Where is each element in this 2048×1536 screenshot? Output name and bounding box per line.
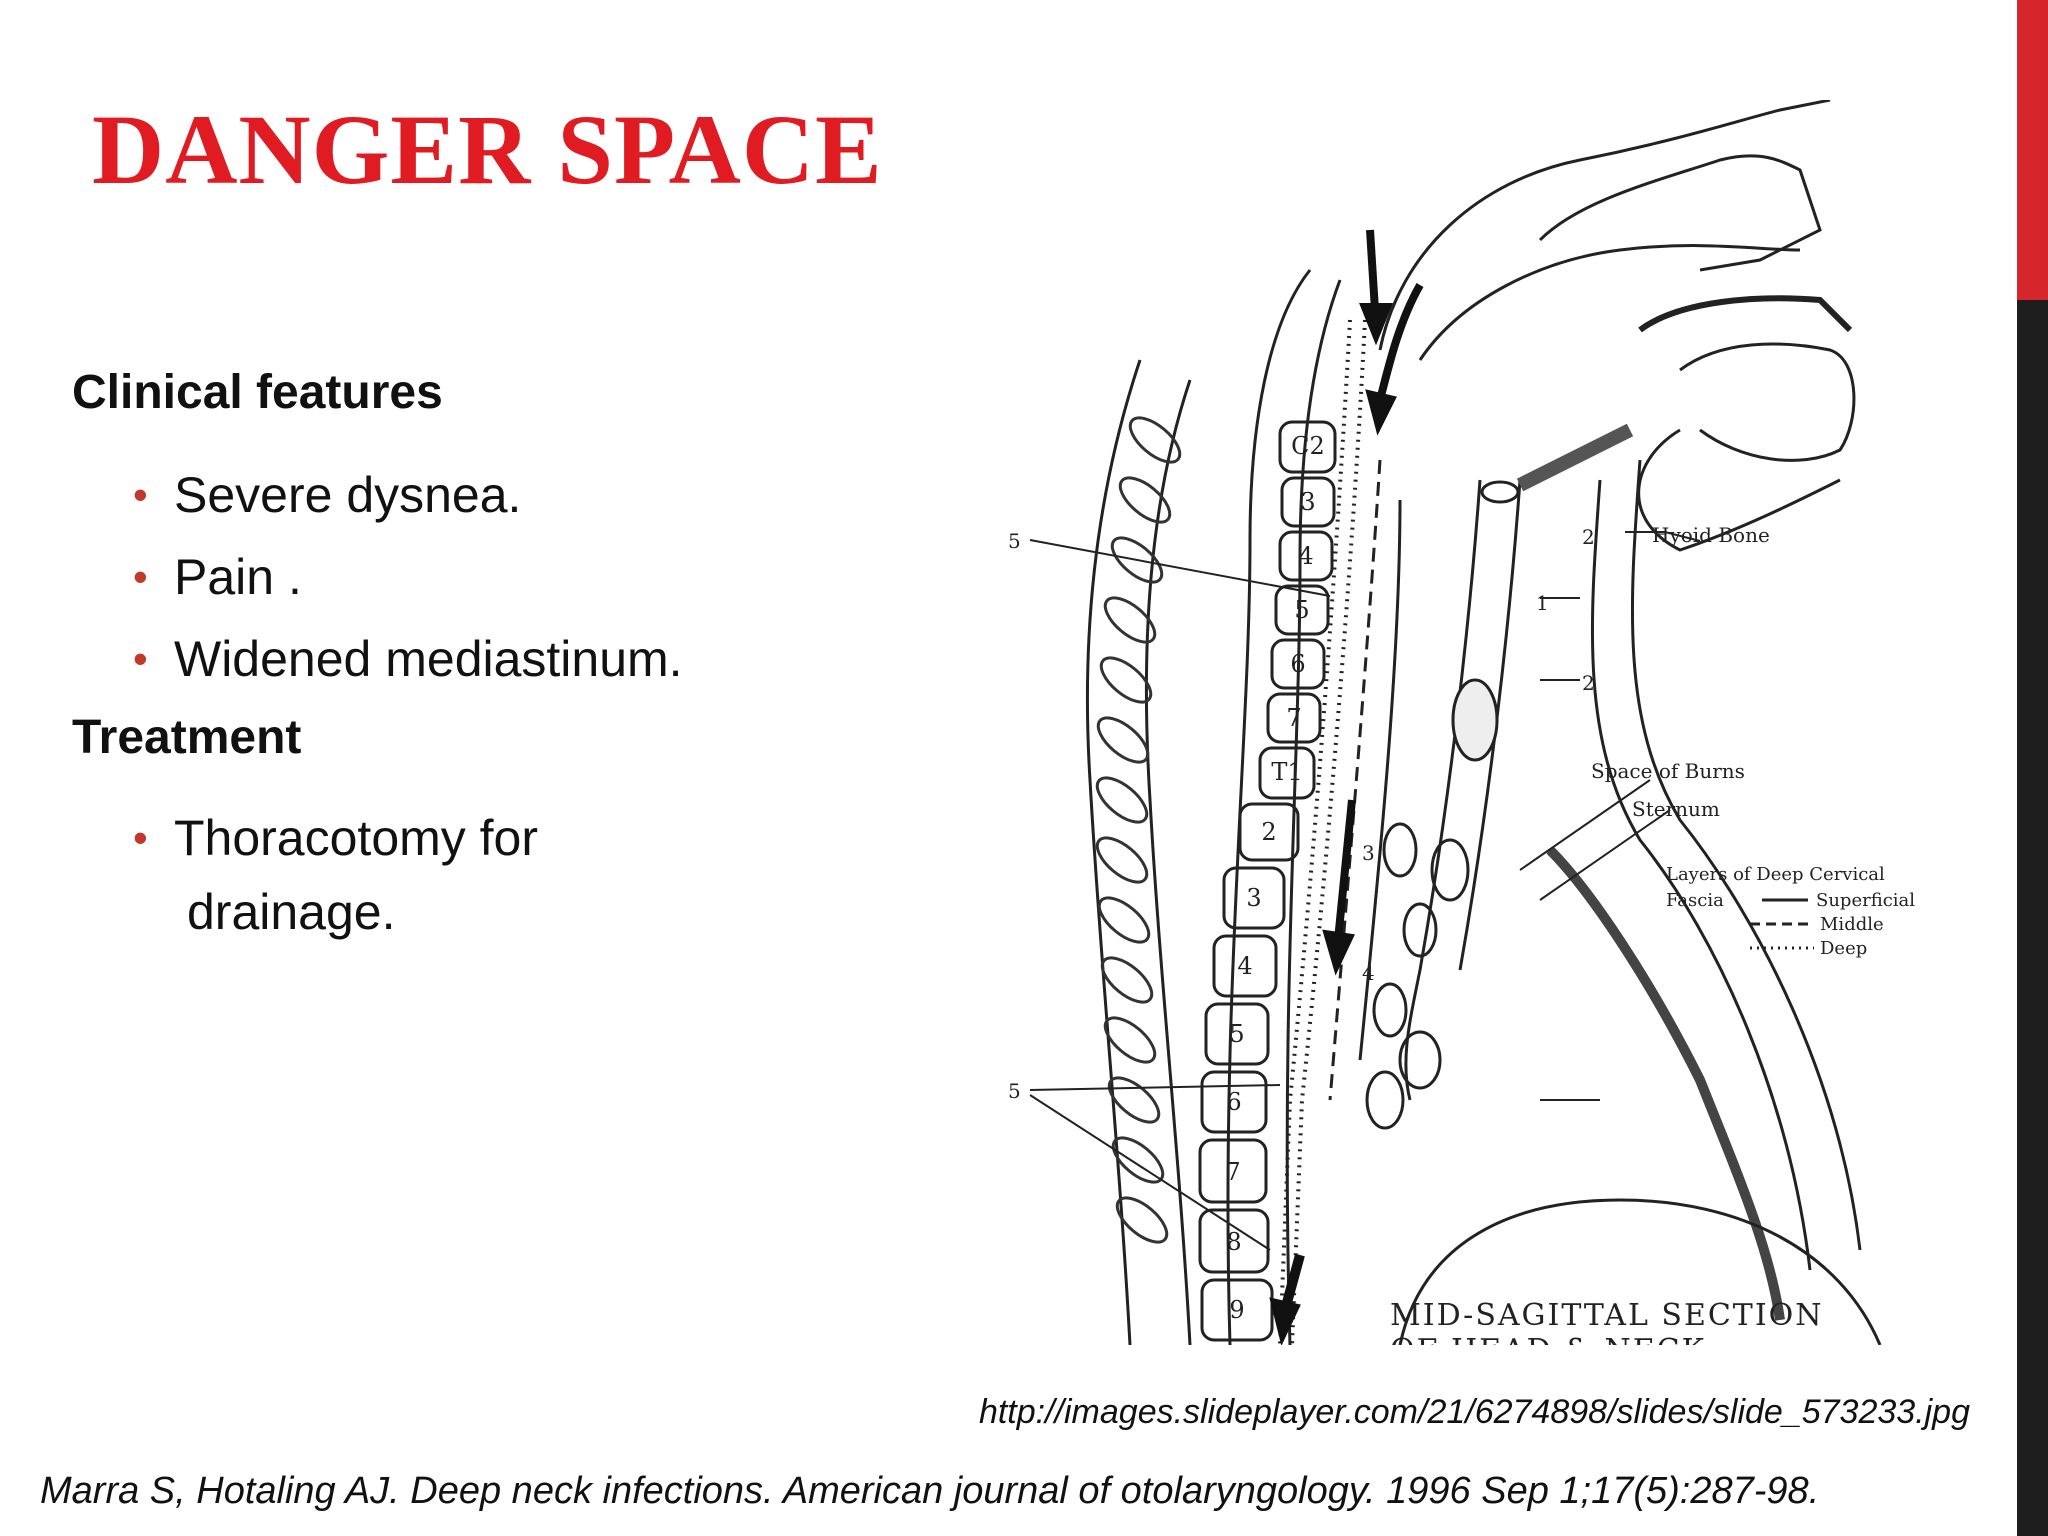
vertebra-body bbox=[1278, 420, 1337, 474]
accent-bar-dark bbox=[2017, 300, 2048, 1536]
vertebra-body bbox=[1266, 692, 1322, 744]
marker-2-lower: 2 bbox=[1582, 671, 1595, 695]
vertebra-body bbox=[1274, 584, 1330, 636]
accent-bar-red bbox=[2017, 0, 2048, 300]
vertebra-label: 7 bbox=[1286, 704, 1301, 732]
marker-4: 4 bbox=[1362, 961, 1375, 985]
vertebra-body bbox=[1198, 1138, 1268, 1204]
slide-title: DANGER SPACE bbox=[92, 94, 883, 205]
spread-arrow bbox=[1366, 229, 1379, 311]
esophagus-outline bbox=[1358, 499, 1402, 1061]
tongue-outline bbox=[1637, 428, 1841, 552]
bullet-icon: • bbox=[133, 814, 148, 861]
vertebra-label: 7 bbox=[1225, 1158, 1240, 1186]
legend-middle: Middle bbox=[1820, 914, 1884, 935]
list-item: •Thoracotomy for bbox=[133, 797, 538, 879]
treatment-heading: Treatment bbox=[72, 711, 302, 764]
marker-5-upper: 5 bbox=[1008, 529, 1021, 553]
bullet-icon: • bbox=[133, 553, 148, 600]
vertebra-label: 3 bbox=[1300, 488, 1315, 516]
vertebra-label: C2 bbox=[1291, 432, 1325, 460]
sternum-outline bbox=[1546, 846, 1785, 1321]
vertebra-label: 8 bbox=[1226, 1228, 1241, 1256]
skull-outline bbox=[1378, 98, 1831, 351]
vertebra-body bbox=[1278, 530, 1334, 582]
vertebra-label: 3 bbox=[1246, 884, 1261, 912]
hyoid-bone bbox=[1480, 480, 1520, 504]
reference-citation: Marra S, Hotaling AJ. Deep neck infectio… bbox=[40, 1470, 1820, 1512]
vertebra-label: 5 bbox=[1294, 596, 1309, 624]
marker-5-lower: 5 bbox=[1008, 1079, 1021, 1103]
legend-superficial: Superficial bbox=[1816, 890, 1915, 911]
vertebra-label: 2 bbox=[1261, 818, 1276, 846]
marker-2-upper: 2 bbox=[1582, 525, 1595, 549]
treatment-list: •Thoracotomy for bbox=[133, 797, 538, 879]
label-space-of-burns: Space of Burns bbox=[1591, 759, 1745, 783]
clinical-features-heading: Clinical features bbox=[72, 366, 443, 419]
vertebra-label: T1 bbox=[1271, 758, 1302, 786]
vertebra-body bbox=[1198, 1208, 1270, 1274]
vertebra-label: 6 bbox=[1290, 650, 1305, 678]
fascia-legend: Layers of Deep Cervical Fascia Superfici… bbox=[1666, 864, 1915, 959]
vertebra-body bbox=[1200, 1278, 1274, 1342]
list-item: •Severe dysnea. bbox=[133, 454, 683, 536]
vertebra-body bbox=[1270, 638, 1326, 690]
label-hyoid-bone: Hyoid Bone bbox=[1652, 523, 1770, 547]
vertebra-body bbox=[1212, 934, 1278, 998]
vertebra-body bbox=[1204, 1002, 1270, 1066]
legend-title: Layers of Deep Cervical bbox=[1666, 864, 1885, 885]
section-caption: MID-SAGITTAL SECTION bbox=[1390, 1298, 1824, 1333]
mediastinum-outline bbox=[1398, 1198, 1882, 1346]
list-item: •Pain . bbox=[133, 536, 683, 618]
vertebra-body bbox=[1238, 802, 1300, 862]
anterior-neck bbox=[1630, 459, 1862, 1251]
palate-outline bbox=[1638, 295, 1853, 333]
middle-fascia-line bbox=[1328, 459, 1382, 1101]
vertebra-label: 4 bbox=[1298, 542, 1313, 570]
image-source-url: http://images.slideplayer.com/21/6274898… bbox=[978, 1393, 1970, 1431]
vertebra-body bbox=[1280, 476, 1336, 528]
vertebra-body bbox=[1222, 866, 1286, 930]
label-sternum: Sternum bbox=[1632, 797, 1720, 821]
treatment-bullet-continuation: drainage. bbox=[187, 884, 396, 940]
marker-1: 1 bbox=[1536, 591, 1549, 615]
trachea-outline bbox=[1404, 479, 1482, 1101]
section-caption-line2: OF HEAD & NECK bbox=[1390, 1333, 1706, 1345]
vertebra-label: 5 bbox=[1229, 1020, 1244, 1048]
deep-fascia-line bbox=[1278, 319, 1352, 1346]
vertebra-body bbox=[1258, 746, 1316, 800]
vertebra-label: 4 bbox=[1237, 952, 1252, 980]
vertebra-body bbox=[1200, 1070, 1268, 1134]
bullet-icon: • bbox=[133, 635, 148, 682]
marker-3: 3 bbox=[1362, 841, 1375, 865]
vertebra-label: 6 bbox=[1226, 1088, 1241, 1116]
spine-posterior-curve bbox=[1085, 359, 1142, 1346]
list-item: •Widened mediastinum. bbox=[133, 618, 683, 700]
clinical-features-list: •Severe dysnea. •Pain . •Widened mediast… bbox=[133, 454, 683, 700]
legend-deep: Deep bbox=[1820, 938, 1867, 959]
bullet-icon: • bbox=[133, 471, 148, 518]
legend-title-fascia: Fascia bbox=[1666, 890, 1724, 911]
vertebra-label: 9 bbox=[1229, 1296, 1244, 1324]
mid-sagittal-diagram: C2 3 4 5 6 7 T1 2 3 4 5 6 7 8 9 bbox=[980, 98, 2000, 1368]
